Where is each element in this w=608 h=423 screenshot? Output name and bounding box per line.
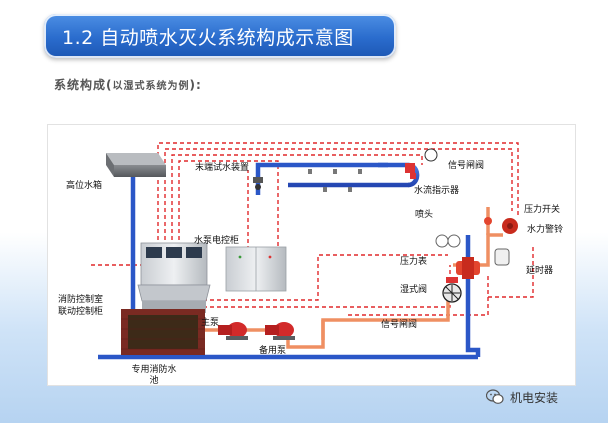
end-test-shape	[253, 177, 263, 190]
watermark-text: 机电安装	[510, 390, 559, 405]
main-pump-shape	[218, 322, 248, 340]
label-flow-indicator: 水流指示器	[414, 186, 460, 196]
label-pool-2: 池	[149, 376, 159, 386]
page-title: 1.2 自动喷水灭火系统构成示意图	[62, 26, 354, 49]
system-diagram: 高位水箱 末端试水装置 信号闸阀 水流指示器 喷头 压力开关 水力警铃 水泵电控…	[47, 124, 576, 386]
subtitle-note: 以湿式系统为例	[112, 81, 190, 92]
standby-pump-shape	[265, 322, 295, 340]
label-sprinkler: 喷头	[415, 210, 434, 220]
sprinkler-heads	[308, 169, 362, 192]
label-high-tank: 高位水箱	[66, 181, 103, 191]
label-delay: 延时器	[526, 266, 554, 276]
subtitle-end: ):	[189, 78, 202, 92]
subtitle-main: 系统构成(	[54, 78, 113, 92]
wet-valve-shape	[435, 234, 480, 279]
high-water-tank-shape	[106, 153, 166, 177]
curved-pipe	[288, 162, 420, 188]
control-console-shape	[137, 242, 211, 313]
subtitle: 系统构成(以湿式系统为例):	[54, 76, 202, 93]
label-pressure-switch: 压力开关	[524, 205, 561, 215]
label-control-room-2: 联动控制柜	[58, 307, 104, 317]
pump-cabinet-shape	[225, 246, 287, 292]
label-control-room-1: 消防控制室	[58, 295, 104, 305]
label-water-bell: 水力警铃	[527, 225, 564, 235]
label-pump-cabinet: 水泵电控柜	[194, 236, 240, 246]
alarm-components	[484, 217, 518, 266]
label-pool-1: 专用消防水	[131, 365, 177, 375]
fire-pool-shape	[121, 309, 205, 355]
label-wet-valve: 湿式阀	[400, 285, 428, 295]
label-standby-pump: 备用泵	[259, 346, 287, 356]
watermark: 机电安装	[486, 388, 558, 406]
signal-valve-top-shape	[405, 148, 438, 179]
label-end-test: 末端试水装置	[195, 163, 250, 173]
label-pressure-gauge: 压力表	[400, 257, 428, 267]
label-main-pump: 主泵	[201, 318, 220, 328]
label-signal-valve-bottom: 信号闸阀	[381, 320, 418, 330]
label-signal-valve-top: 信号闸阀	[448, 161, 485, 171]
title-banner: 1.2 自动喷水灭火系统构成示意图	[44, 14, 396, 58]
diagram-graphics	[88, 142, 534, 360]
wechat-icon	[486, 389, 504, 404]
signal-valve-bottom-shape	[442, 277, 462, 303]
